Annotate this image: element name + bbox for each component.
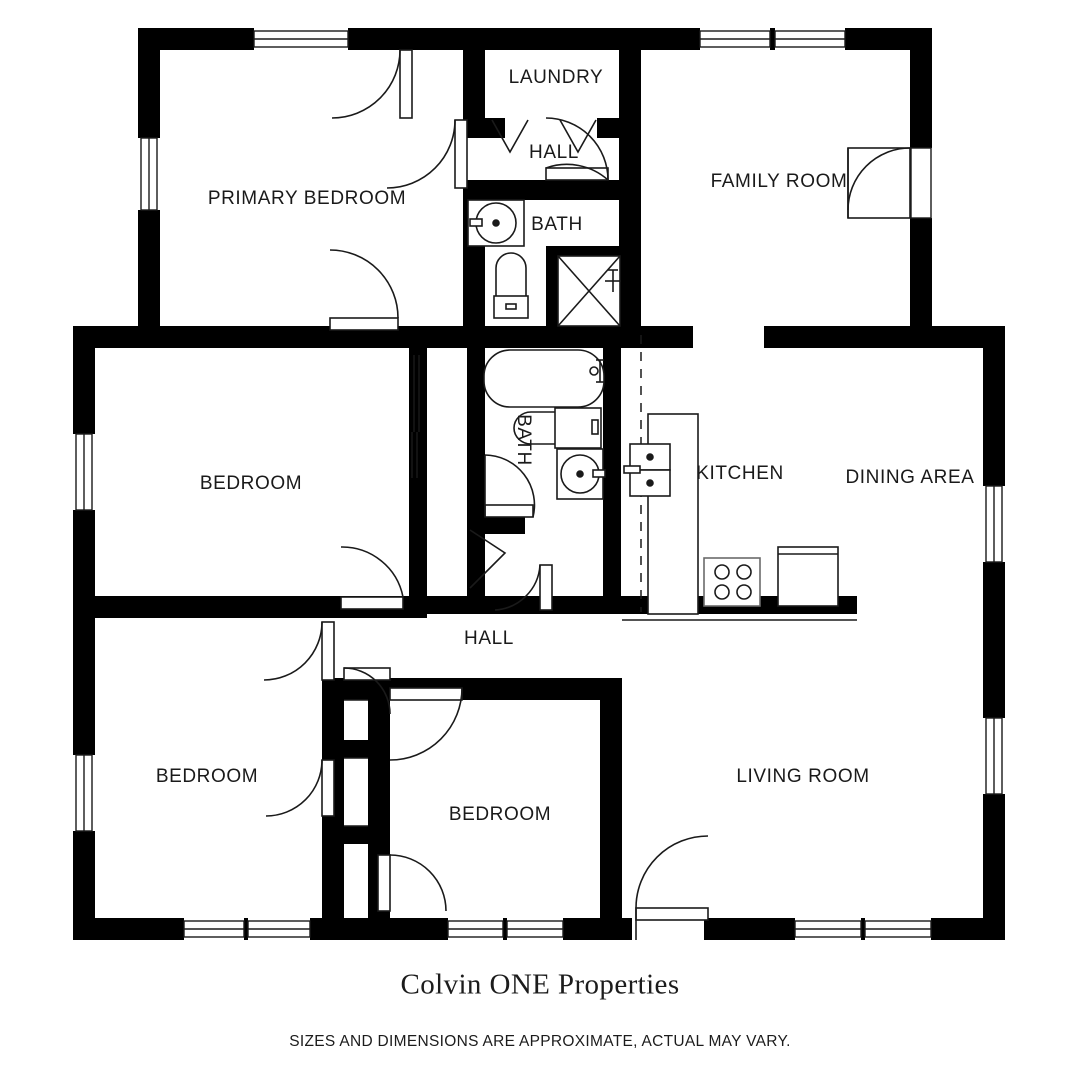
door-primary-to-hall: [386, 119, 468, 189]
door-bedroom-left: [340, 546, 404, 610]
closet-sliders-bedroom-left: [411, 355, 420, 478]
door-bedroom-lower-middle-closet: [377, 854, 447, 912]
fixture-toilet-bath-upper: [493, 252, 529, 319]
door-primary-entry: [329, 249, 399, 331]
door-hall-closet: [494, 564, 553, 611]
fixture-kitchen-refrigerator: [777, 546, 839, 607]
door-primary-closet-top: [331, 49, 413, 119]
door-bedroom-lower-left-closet: [265, 759, 335, 817]
fixture-kitchen-range: [703, 557, 761, 607]
door-living-room-entry: [635, 835, 709, 940]
door-family-room-exterior: [847, 147, 911, 219]
disclaimer-text: SIZES AND DIMENSIONS ARE APPROXIMATE, AC…: [289, 1033, 791, 1050]
door-laundry-bifold-right: [559, 119, 597, 154]
fixture-kitchen-double-sink: [623, 443, 671, 497]
fixture-sink-bath-upper: [467, 199, 525, 247]
door-hall-to-bath-upper: [545, 117, 609, 181]
fixture-shower-bath-upper: [557, 255, 621, 327]
fixture-toilet-bath-main: [513, 407, 602, 449]
door-laundry-bifold-left: [491, 119, 529, 154]
brand-title: Colvin ONE Properties: [400, 968, 680, 1001]
closet-outlines: [344, 699, 368, 827]
door-bath-main: [484, 454, 536, 518]
window-glazing: [75, 30, 1003, 938]
door-hall-bifold-lower: [469, 529, 507, 589]
fixture-sink-bath-main: [556, 448, 606, 500]
fixture-bathtub-main: [483, 349, 605, 408]
door-bedroom-lower-middle-entry: [389, 687, 463, 761]
door-closet-upper-lower-block: [343, 667, 391, 715]
detail-group: [75, 30, 1003, 940]
door-bedroom-lower-left-hall: [263, 621, 335, 681]
